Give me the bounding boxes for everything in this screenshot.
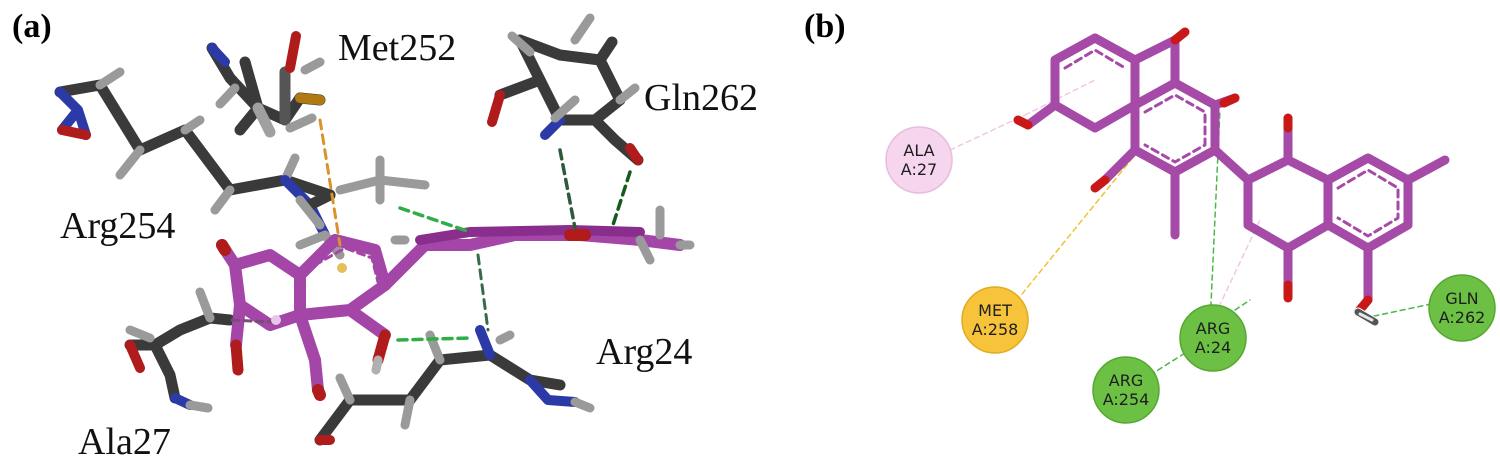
bubble-arg24-line1: ARG — [1196, 319, 1230, 338]
bubble-ala27-line2: A:27 — [901, 160, 937, 179]
residue-label-gln262: Gln262 — [644, 77, 758, 119]
residue-arg24-sticks — [314, 325, 595, 446]
bubble-arg254-line2: A:254 — [1103, 390, 1150, 409]
bubble-gln262-line1: GLN — [1445, 289, 1478, 308]
panel-a-3d-pose: (a) Met252 Gln262 Arg254 Arg24 Ala27 — [12, 8, 758, 463]
met258-interaction-line — [1004, 154, 1136, 316]
arg254-interaction-line — [1149, 349, 1191, 376]
pose-3d-diagram — [54, 13, 695, 446]
interaction-2d-diagram: ALA A:27 MET A:258 ARG A:24 ARG A:254 GL… — [885, 27, 1496, 424]
bubble-arg254: ARG A:254 — [1092, 356, 1160, 424]
bubble-gln262: GLN A:262 — [1428, 274, 1496, 342]
residue-label-arg254: Arg254 — [60, 205, 176, 247]
ligand-sticks — [216, 155, 695, 401]
bubble-gln262-line2: A:262 — [1439, 308, 1486, 327]
panel-a-label: (a) — [12, 8, 52, 45]
residue-label-met252: Met252 — [338, 27, 457, 69]
residue-label-arg24: Arg24 — [596, 331, 693, 373]
bubble-arg254-line1: ARG — [1109, 371, 1143, 390]
bubble-ala27-line1: ALA — [903, 141, 934, 160]
bubble-arg24: ARG A:24 — [1179, 304, 1247, 372]
residue-ala27-sticks — [124, 287, 236, 413]
panel-b-2d-interactions: ALA A:27 MET A:258 ARG A:24 ARG A:254 GL… — [790, 0, 1500, 465]
bubble-arg24-line2: A:24 — [1195, 338, 1231, 357]
ligand-2d-skeleton — [1023, 33, 1450, 305]
residue-label-ala27: Ala27 — [78, 421, 171, 463]
bubble-met258: MET A:258 — [961, 286, 1029, 354]
panel-b-label: (b) — [804, 8, 846, 45]
residue-gln262-sticks — [487, 13, 644, 166]
interaction-lines — [230, 118, 632, 342]
bubble-met258-line2: A:258 — [972, 320, 1019, 339]
residue-met252-sticks — [206, 31, 326, 138]
ala27-interaction-line — [949, 114, 1026, 151]
bubble-ala27: ALA A:27 — [885, 126, 953, 194]
bubble-met258-line1: MET — [978, 301, 1012, 320]
